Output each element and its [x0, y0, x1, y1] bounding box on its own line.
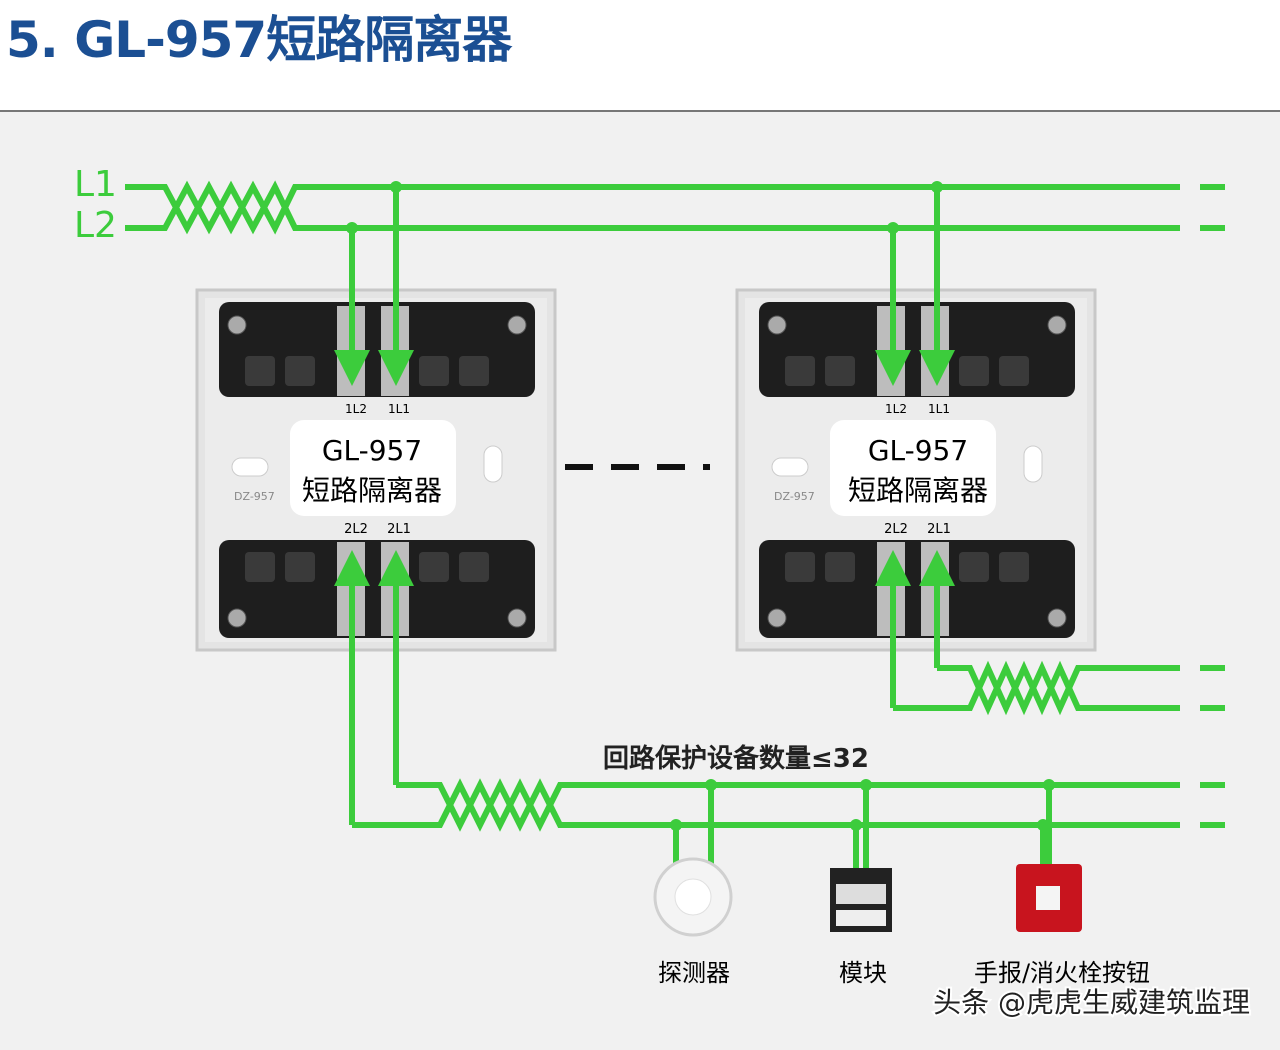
watermark: 头条 @虎虎生威建筑监理: [933, 986, 1250, 1019]
device-label-call-point: 手报/消火栓按钮: [974, 959, 1150, 987]
label-l2: L2: [74, 205, 117, 246]
isolator-1-body: [195, 288, 557, 652]
label-l1: L1: [74, 164, 117, 205]
terminal-1l1: 1L1: [388, 402, 410, 416]
wire-loop-lower: [352, 778, 1180, 832]
loop-note: 回路保护设备数量≤32: [603, 743, 869, 774]
device-label-detector: 探测器: [658, 959, 730, 987]
module-icon: [830, 868, 892, 932]
terminal-1l2: 1L2: [885, 402, 907, 416]
wire-l2: [125, 180, 1180, 235]
model-mark: DZ-957: [774, 490, 815, 503]
page-title: 5. GL-957短路隔离器: [6, 11, 512, 69]
wire-l1: [125, 180, 1180, 235]
isolator-model: GL-957: [322, 434, 422, 467]
wire-loop-upper: [396, 778, 1180, 832]
terminal-1l1: 1L1: [928, 402, 950, 416]
smoke-detector-icon: [653, 857, 733, 937]
isolator-2-body: [735, 288, 1097, 652]
terminal-1l2: 1L2: [345, 402, 367, 416]
isolator-desc: 短路隔离器: [848, 474, 988, 507]
isolator-desc: 短路隔离器: [302, 474, 442, 507]
terminal-2l2: 2L2: [344, 522, 368, 537]
terminal-2l1: 2L1: [927, 522, 951, 537]
terminal-2l1: 2L1: [387, 522, 411, 537]
device-label-module: 模块: [839, 959, 887, 987]
terminal-2l2: 2L2: [884, 522, 908, 537]
model-mark: DZ-957: [234, 490, 275, 503]
manual-call-point-icon: [1016, 864, 1082, 932]
bus-wires: [125, 180, 1225, 900]
wire-continuation: [1200, 184, 1225, 231]
isolator-model: GL-957: [868, 434, 968, 467]
